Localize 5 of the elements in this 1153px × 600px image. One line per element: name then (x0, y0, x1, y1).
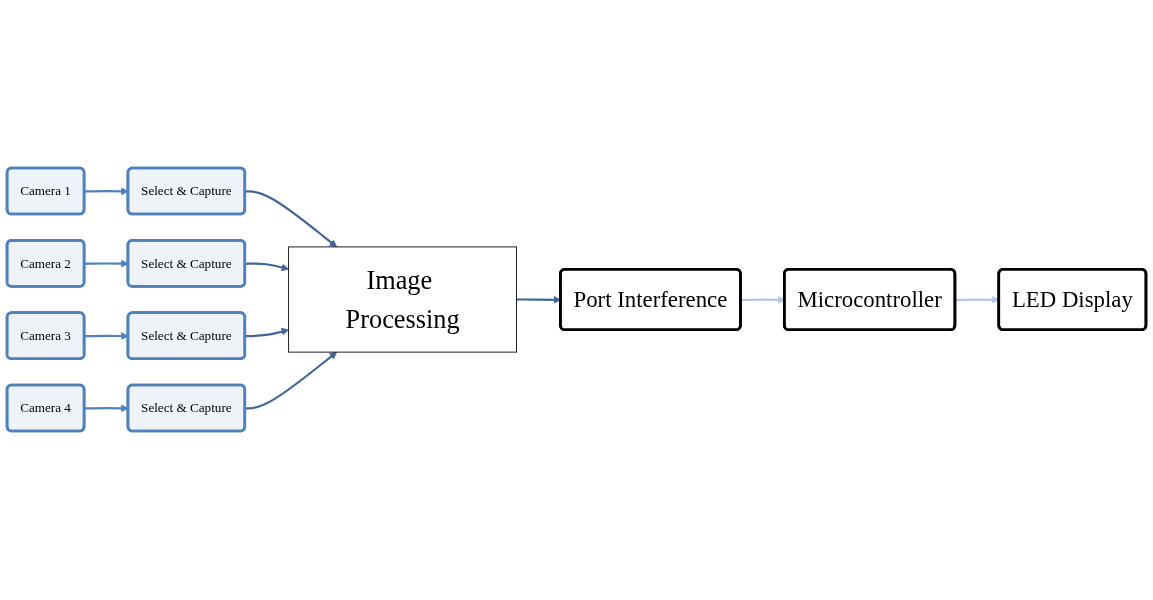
arrow (245, 263, 289, 272)
arrow (245, 352, 338, 411)
arrow (245, 190, 338, 248)
node-box: Image Processing (288, 246, 517, 354)
arrow (245, 328, 289, 338)
